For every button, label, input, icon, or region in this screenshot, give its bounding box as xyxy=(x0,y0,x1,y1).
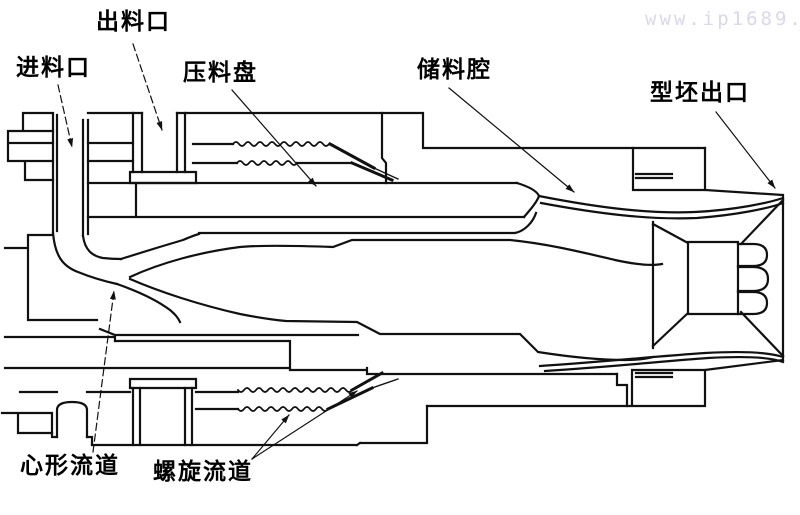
leader-parison-outlet xyxy=(715,111,776,189)
feed-channel xyxy=(51,113,123,286)
label-parison-outlet: 型坯出口 xyxy=(650,80,750,106)
leader-spiral-channel-1 xyxy=(251,390,358,460)
discharge-port-plug xyxy=(128,111,198,185)
leader-storage-chamber xyxy=(448,87,575,193)
spiral-cone-edges xyxy=(326,141,394,411)
bottom-plug xyxy=(128,377,198,447)
leader-spiral-channel-2 xyxy=(251,414,290,460)
label-spiral-channel: 螺旋流道 xyxy=(153,459,253,485)
spiral-channel-lines xyxy=(231,141,354,412)
label-heart-channel: 心形流道 xyxy=(20,453,120,479)
outer-body-top xyxy=(6,111,785,372)
watermark: www.ip1689.com xyxy=(645,8,800,30)
label-pressure-plate: 压料盘 xyxy=(183,60,258,86)
leader-heart-channel xyxy=(92,290,116,453)
pressure-plate-ring xyxy=(86,181,541,235)
label-discharge-port: 出料口 xyxy=(96,9,171,35)
die-melt-channel xyxy=(537,194,785,373)
spiral-cone-edges-thin xyxy=(371,167,399,389)
die-core-nut xyxy=(651,198,785,358)
leader-feed-port xyxy=(57,84,74,148)
outer-body-bottom xyxy=(0,335,707,447)
leader-discharge-port xyxy=(132,43,163,131)
label-feed-port: 进料口 xyxy=(16,55,91,81)
mandrel-and-heart-channel xyxy=(3,232,664,362)
label-storage-chamber: 储料腔 xyxy=(417,57,492,83)
leader-lines xyxy=(57,43,776,460)
leader-pressure-plate xyxy=(231,89,317,187)
